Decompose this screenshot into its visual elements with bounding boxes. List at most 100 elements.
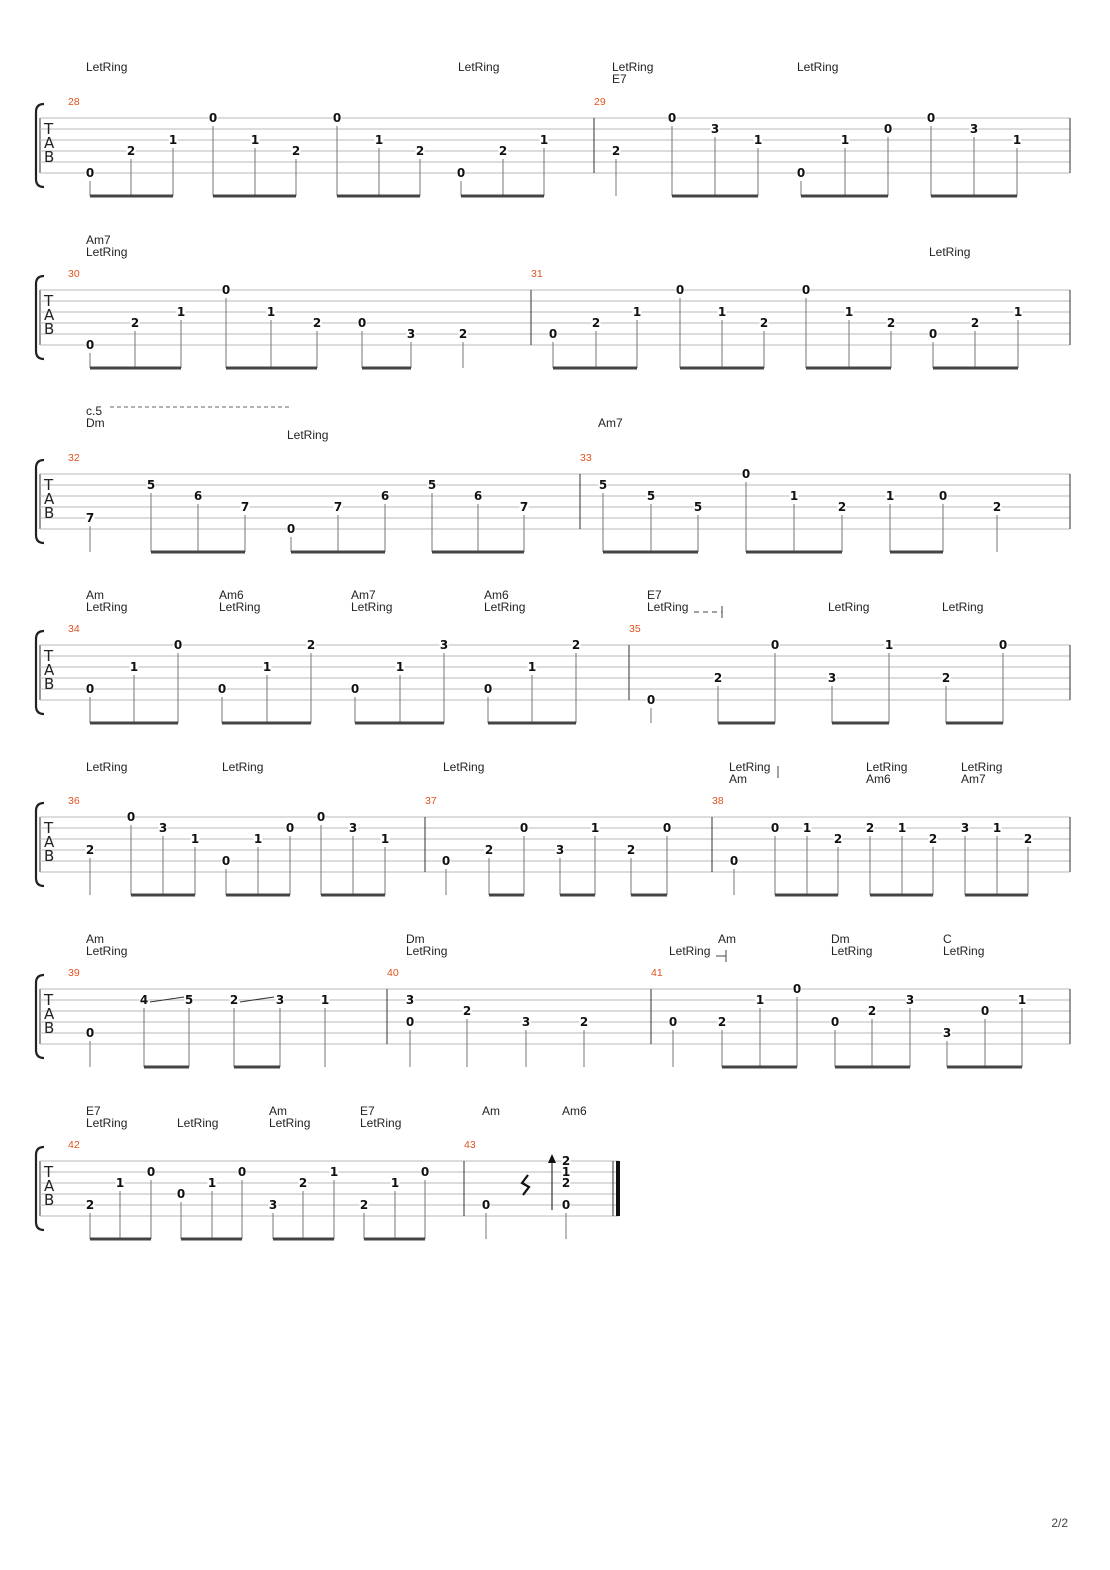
- tab-clef-letter: A: [44, 1005, 55, 1023]
- fret-number: 2: [416, 144, 424, 158]
- fret-number: 2: [127, 144, 135, 158]
- fret-number: 0: [457, 166, 465, 180]
- score-annotation: LetRing: [866, 760, 907, 774]
- score-annotation: LetRing: [86, 944, 127, 958]
- score-annotation: Am7: [86, 233, 111, 247]
- fret-number: 3: [943, 1026, 951, 1040]
- score-annotation: Am: [482, 1104, 500, 1118]
- fret-number: 2: [929, 832, 937, 846]
- fret-number: 1: [633, 305, 641, 319]
- measure-number: 36: [68, 795, 80, 807]
- score-annotation: Am: [729, 772, 747, 786]
- fret-backdrop: [759, 317, 769, 329]
- score-annotation: Dm: [406, 932, 425, 946]
- tab-clef-letter: A: [44, 306, 55, 324]
- slide-line: [239, 996, 275, 1003]
- fret-number: 1: [1018, 993, 1026, 1007]
- measure-number: 40: [387, 967, 399, 979]
- fret-backdrop: [591, 317, 601, 329]
- fret-backdrop: [885, 490, 895, 502]
- fret-backdrop: [710, 123, 720, 135]
- fret-backdrop: [462, 1005, 472, 1017]
- fret-number: 5: [599, 478, 607, 492]
- fret-number: 1: [886, 489, 894, 503]
- fret-backdrop: [992, 501, 1002, 513]
- score-annotation: LetRing: [222, 760, 263, 774]
- fret-number: 0: [286, 821, 294, 835]
- fret-number: 0: [884, 122, 892, 136]
- measure-number: 28: [68, 96, 80, 108]
- fret-backdrop: [329, 1166, 339, 1178]
- score-annotation: LetRing: [406, 944, 447, 958]
- measure-number: 42: [68, 1139, 80, 1151]
- fret-backdrop: [1012, 134, 1022, 146]
- fret-number: 1: [254, 832, 262, 846]
- fret-backdrop: [561, 1166, 571, 1178]
- fret-number: 1: [330, 1165, 338, 1179]
- tab-clef-letter: A: [44, 661, 55, 679]
- fret-number: 1: [191, 832, 199, 846]
- fret-backdrop: [827, 672, 837, 684]
- fret-number: 0: [406, 1015, 414, 1029]
- score-annotation: LetRing: [287, 428, 328, 442]
- fret-backdrop: [85, 844, 95, 856]
- tab-clef-letter: A: [44, 1177, 55, 1195]
- fret-backdrop: [240, 501, 250, 513]
- fret-backdrop: [865, 822, 875, 834]
- fret-backdrop: [221, 284, 231, 296]
- fret-number: 1: [540, 133, 548, 147]
- fret-number: 0: [771, 821, 779, 835]
- fret-backdrop: [193, 490, 203, 502]
- tab-clef-letter: T: [43, 120, 54, 138]
- fret-number: 1: [381, 832, 389, 846]
- tab-clef-letter: B: [44, 847, 54, 865]
- fret-backdrop: [867, 1005, 877, 1017]
- fret-backdrop: [176, 1188, 186, 1200]
- fret-number: 3: [970, 122, 978, 136]
- score-annotation: E7: [647, 588, 662, 602]
- fret-number: 1: [528, 660, 536, 674]
- fret-backdrop: [928, 833, 938, 845]
- fret-backdrop: [262, 661, 272, 673]
- fret-number: 0: [317, 810, 325, 824]
- tab-clef-letter: T: [43, 647, 54, 665]
- fret-number: 3: [556, 843, 564, 857]
- fret-backdrop: [498, 145, 508, 157]
- fret-number: 1: [898, 821, 906, 835]
- fret-number: 0: [127, 810, 135, 824]
- fret-backdrop: [456, 167, 466, 179]
- fret-backdrop: [291, 145, 301, 157]
- fret-number: 3: [269, 1198, 277, 1212]
- fret-backdrop: [168, 134, 178, 146]
- fret-backdrop: [405, 994, 415, 1006]
- score-annotation: LetRing: [458, 60, 499, 74]
- fret-backdrop: [598, 479, 608, 491]
- score-annotation: LetRing: [351, 600, 392, 614]
- fret-backdrop: [521, 1016, 531, 1028]
- fret-number: 0: [771, 638, 779, 652]
- fret-number: 2: [313, 316, 321, 330]
- fret-number: 2: [459, 327, 467, 341]
- score-annotation: LetRing: [219, 600, 260, 614]
- fret-number: 2: [714, 671, 722, 685]
- fret-backdrop: [484, 844, 494, 856]
- fret-backdrop: [801, 284, 811, 296]
- fret-backdrop: [85, 512, 95, 524]
- fret-number: 4: [140, 993, 148, 1007]
- fret-number: 2: [592, 316, 600, 330]
- tab-clef-letter: B: [44, 504, 54, 522]
- fret-backdrop: [380, 490, 390, 502]
- fret-number: 1: [391, 1176, 399, 1190]
- fret-number: 0: [86, 682, 94, 696]
- fret-backdrop: [519, 501, 529, 513]
- fret-number: 0: [287, 522, 295, 536]
- fret-backdrop: [561, 1177, 571, 1189]
- tab-clef-letter: T: [43, 476, 54, 494]
- tab-clef-letter: B: [44, 320, 54, 338]
- fret-backdrop: [884, 639, 894, 651]
- fret-backdrop: [830, 1016, 840, 1028]
- fret-number: 3: [276, 993, 284, 1007]
- fret-number: 2: [572, 638, 580, 652]
- fret-backdrop: [481, 1199, 491, 1211]
- fret-backdrop: [85, 1199, 95, 1211]
